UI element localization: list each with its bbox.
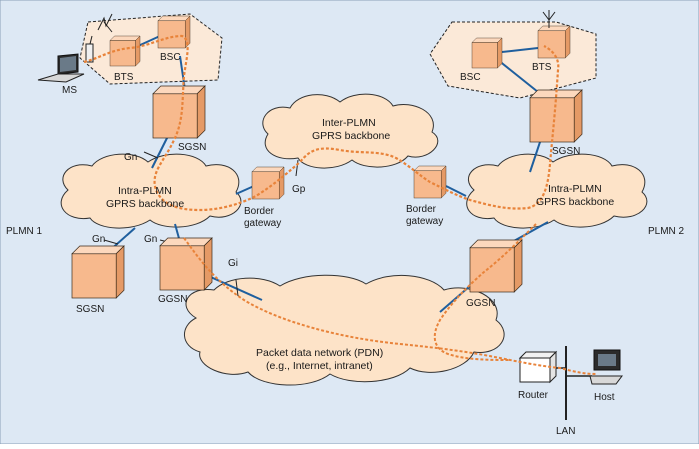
plmn2-ggsn-node (469, 239, 523, 293)
laptop-icon (37, 53, 85, 83)
link-bts-bsc-plmn1 (137, 35, 161, 47)
plmn1-backbone-label-line1: Intra-PLMN (118, 185, 172, 197)
inter-plmn-label-line1: Inter-PLMN (322, 117, 376, 129)
mobile-phone-icon (85, 43, 94, 63)
link-border-gateway2 (445, 185, 467, 197)
plmn2-backbone-label-line2: GPRS backbone (536, 196, 614, 208)
plmn1-bsc-node (157, 15, 191, 49)
mobile-station (37, 35, 94, 83)
plmn2-bts-antenna (542, 10, 556, 28)
plmn1-sgsn-node (152, 85, 206, 139)
plmn1-gn-upper-label: Gn (124, 152, 137, 163)
gp-label: Gp (292, 184, 306, 195)
plmn1-bts-antenna (97, 13, 113, 33)
inter-plmn-backbone-cloud (262, 93, 439, 169)
plmn1-label: PLMN 1 (6, 226, 43, 237)
plmn1-bsc-label: BSC (160, 52, 181, 63)
plmn1-sgsn2-node (71, 245, 125, 299)
plmn1-bts-label: BTS (114, 72, 134, 83)
data-path-ggsn-host (183, 237, 597, 375)
plmn2-border-gateway-line1: Border (406, 204, 437, 215)
plmn1-ggsn-node (159, 237, 213, 291)
host-label: Host (594, 392, 615, 403)
data-path (83, 34, 560, 212)
lan-label: LAN (556, 426, 575, 437)
pdn-label-line1: Packet data network (PDN) (256, 347, 383, 359)
plmn1-gn-right-label: Gn (144, 234, 157, 245)
plmn2-border-gateway-line2: gateway (406, 216, 443, 227)
plmn2-bsc-label: BSC (460, 72, 481, 83)
plmn2-bsc-node (471, 37, 503, 69)
plmn1-backbone-label-line2: GPRS backbone (106, 198, 184, 210)
plmn2-ggsn-label: GGSN (466, 298, 495, 309)
data-path-pdn-ggsn2 (433, 223, 537, 361)
plmn1-border-gateway-line2: gateway (244, 218, 281, 229)
plmn1-sgsn2-label: SGSN (76, 304, 104, 315)
router-label: Router (518, 390, 549, 401)
host-icon (589, 349, 623, 385)
plmn2-backbone-label-line1: Intra-PLMN (548, 183, 602, 195)
plmn2-sgsn-node (529, 89, 583, 143)
plmn2-label: PLMN 2 (648, 226, 685, 237)
ms-label: MS (62, 85, 77, 96)
plmn1-sgsn-label: SGSN (178, 142, 206, 153)
plmn1-ggsn-label: GGSN (158, 294, 187, 305)
link-border-gateway1 (235, 185, 255, 195)
plmn1-gn-left-label: Gn (92, 234, 105, 245)
link-sgsn-backbone-plmn1 (151, 135, 169, 169)
plmn1-border-gateway-line1: Border (244, 206, 275, 217)
link-bts-bsc-plmn2 (501, 47, 539, 53)
plmn1-gi-label: Gi (228, 258, 238, 269)
plmn2-bts-label: BTS (532, 62, 552, 73)
plmn2-sgsn-label: SGSN (552, 146, 580, 157)
inter-plmn-label-line2: GPRS backbone (312, 130, 390, 142)
pdn-label-line2: (e.g., Internet, intranet) (266, 360, 373, 372)
plmn2-backbone-cloud (466, 153, 648, 229)
plmn2-bts-node (537, 25, 571, 59)
pdn-cloud (184, 274, 505, 386)
